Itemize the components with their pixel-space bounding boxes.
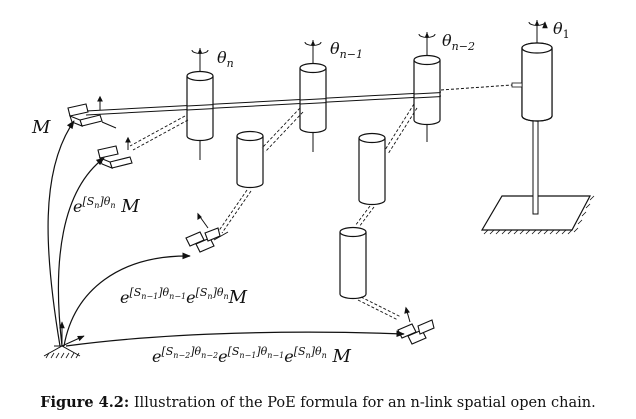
- gripper-M: [67, 95, 117, 129]
- displaced-cylinder-n-1: [236, 130, 264, 189]
- theta-n-minus-1-label: θn−1: [330, 39, 363, 61]
- label-M: M: [31, 117, 51, 138]
- main-link-bar: [85, 91, 442, 116]
- joint-n-minus-2-cylinder: [413, 32, 441, 142]
- transform-arrows: [47, 120, 405, 347]
- figure-caption: Figure 4.2: Illustration of the PoE form…: [0, 394, 636, 411]
- theta-n-minus-2-label: θn−2: [442, 31, 475, 53]
- label-e-Sn2-e-Sn1-e-Sn-M: e[Sn−2]θn−2e[Sn−1]θn−1e[Sn]θn M: [152, 345, 352, 367]
- displaced-link-n: [129, 115, 189, 151]
- displaced-cylinder-n-2-b: [339, 226, 367, 300]
- world-frame: [43, 321, 85, 359]
- label-e-Sn-M: e[Sn]θn M: [73, 195, 140, 217]
- gripper-e-Sn-M: [97, 136, 133, 169]
- gripper-e-Sn2-M: [397, 306, 435, 345]
- caption-label: Figure 4.2:: [40, 394, 130, 411]
- displaced-cylinder-n-2-a: [358, 132, 386, 206]
- joint-1-cylinder: [521, 20, 553, 122]
- gripper-e-Sn1-M: [185, 212, 229, 253]
- joint-n-cylinder: [186, 48, 214, 160]
- theta-1-label: θ1: [553, 19, 570, 41]
- joint-n-minus-1-cylinder: [299, 40, 327, 152]
- base-pole: [532, 117, 539, 215]
- link-dashed-to-joint-1: [440, 84, 513, 91]
- caption-text: Illustration of the PoE formula for an n…: [133, 395, 596, 411]
- label-e-Sn1-e-Sn-M: e[Sn−1]θn−1e[Sn]θnM: [120, 286, 248, 308]
- theta-n-label: θn: [217, 48, 234, 70]
